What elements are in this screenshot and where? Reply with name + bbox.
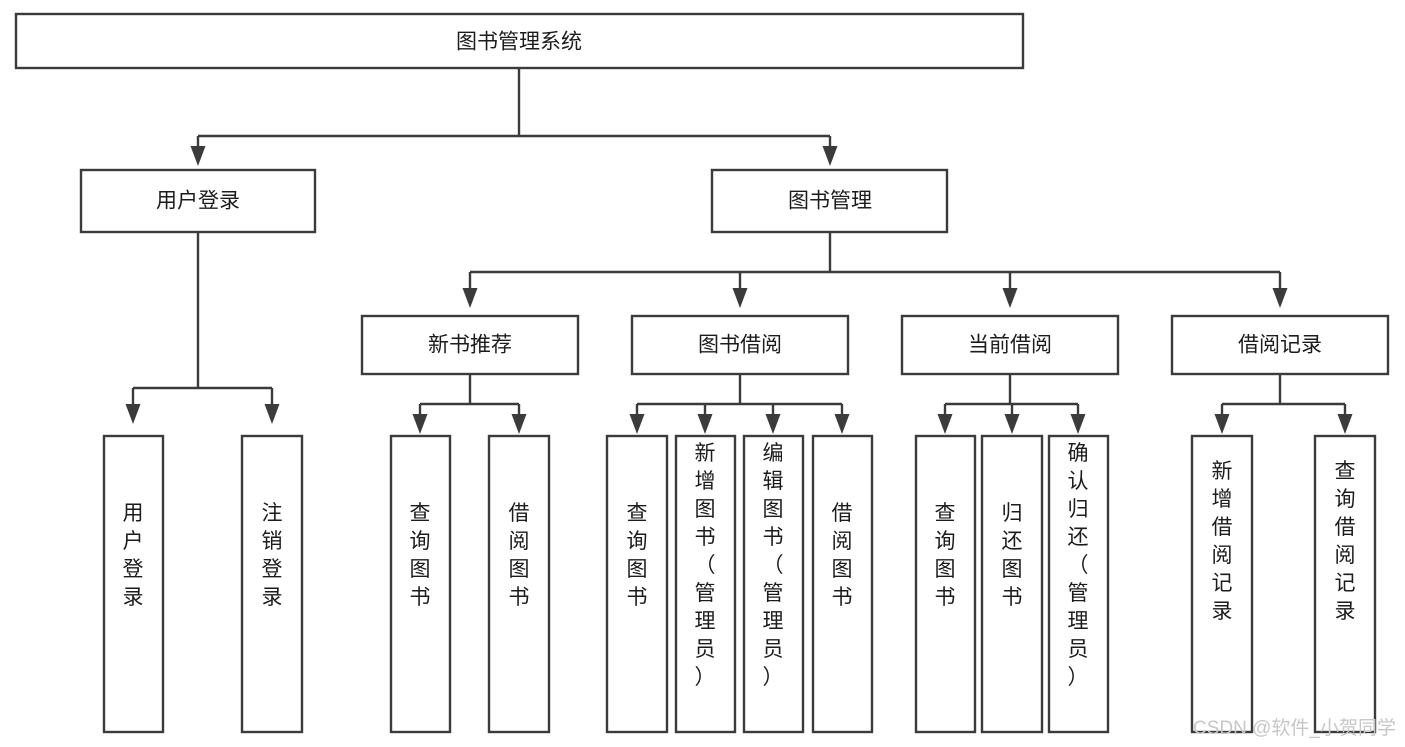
node-book-management-box[interactable] — [710, 168, 949, 234]
node-leaf-query-book-2-box[interactable] — [605, 434, 669, 734]
arrow-head-icon — [822, 146, 838, 166]
arrow-head-icon — [732, 288, 748, 308]
node-leaf-confirm-return[interactable]: 确认归还（管理员） — [1047, 434, 1110, 734]
node-root[interactable]: 图书管理系统 — [14, 12, 1025, 70]
node-leaf-query-book-2-label: 查询图书 — [627, 502, 648, 609]
watermark-label: CSDN @软件_小贺同学 — [1193, 717, 1396, 739]
node-leaf-logout-label: 注销登录 — [262, 502, 283, 609]
node-current-borrow[interactable]: 当前借阅 — [900, 314, 1120, 376]
node-leaf-user-login-label: 用户登录 — [123, 502, 144, 609]
node-leaf-add-book[interactable]: 新增图书（管理员） — [674, 434, 737, 734]
node-leaf-return-book[interactable]: 归还图书 — [980, 434, 1044, 734]
node-book-management[interactable]: 图书管理 — [710, 168, 949, 234]
arrow-head-icon — [937, 414, 953, 434]
node-user-login[interactable]: 用户登录 — [79, 168, 317, 234]
arrow-head-icon — [697, 414, 713, 434]
arrow-head-icon — [834, 414, 850, 434]
node-borrow-record-box[interactable] — [1170, 314, 1390, 376]
node-leaf-query-record[interactable]: 查询借阅记录 — [1313, 434, 1377, 734]
arrow-head-icon — [1002, 288, 1018, 308]
node-leaf-logout-box[interactable] — [240, 434, 304, 734]
node-leaf-query-book-3-label: 查询图书 — [935, 502, 956, 609]
node-book-borrow[interactable]: 图书借阅 — [630, 314, 850, 376]
arrow-head-icon — [1337, 414, 1353, 434]
node-leaf-add-record-label: 新增借阅记录 — [1212, 460, 1233, 623]
node-leaf-user-login-box[interactable] — [102, 434, 165, 734]
arrow-head-icon — [765, 414, 781, 434]
node-book-borrow-label: 图书借阅 — [698, 334, 782, 357]
node-borrow-record[interactable]: 借阅记录 — [1170, 314, 1390, 376]
node-leaf-add-book-box[interactable] — [674, 434, 737, 734]
node-leaf-query-record-label: 查询借阅记录 — [1335, 460, 1356, 623]
node-root-label: 图书管理系统 — [456, 31, 582, 54]
node-leaf-return-book-label: 归还图书 — [1002, 502, 1023, 609]
node-leaf-borrow-book-2-box[interactable] — [811, 434, 874, 734]
arrow-head-icon — [190, 146, 206, 166]
node-new-book-recommend-label: 新书推荐 — [428, 334, 512, 357]
node-leaf-borrow-book-1[interactable]: 借阅图书 — [487, 434, 551, 734]
arrow-head-icon — [412, 414, 428, 434]
node-new-book-recommend[interactable]: 新书推荐 — [360, 314, 580, 376]
connector-layer — [125, 68, 1353, 434]
node-leaf-confirm-return-label: 确认归还（管理员） — [1068, 442, 1089, 689]
node-leaf-query-record-box[interactable] — [1313, 434, 1377, 734]
node-book-management-label: 图书管理 — [788, 190, 872, 213]
node-leaf-borrow-book-2-label: 借阅图书 — [832, 502, 853, 609]
node-leaf-query-book-3-box[interactable] — [914, 434, 977, 734]
node-leaf-borrow-book-1-label: 借阅图书 — [509, 502, 530, 609]
arrow-head-icon — [1004, 414, 1020, 434]
arrow-head-icon — [511, 414, 527, 434]
arrow-head-icon — [264, 404, 280, 424]
node-leaf-edit-book-label: 编辑图书（管理员） — [763, 442, 784, 689]
node-leaf-confirm-return-box[interactable] — [1047, 434, 1110, 734]
node-leaf-user-login[interactable]: 用户登录 — [102, 434, 165, 734]
node-leaf-borrow-book-2[interactable]: 借阅图书 — [811, 434, 874, 734]
arrow-head-icon — [1272, 288, 1288, 308]
node-leaf-query-book-3[interactable]: 查询图书 — [914, 434, 977, 734]
node-new-book-recommend-box[interactable] — [360, 314, 580, 376]
node-leaf-add-book-label: 新增图书（管理员） — [695, 442, 716, 689]
arrow-head-icon — [125, 404, 141, 424]
node-leaf-add-record[interactable]: 新增借阅记录 — [1190, 434, 1254, 734]
node-root-box[interactable] — [14, 12, 1025, 70]
node-user-login-label: 用户登录 — [156, 190, 240, 213]
arrow-head-icon — [1070, 414, 1086, 434]
arrow-head-icon — [629, 414, 645, 434]
arrow-head-icon — [462, 288, 478, 308]
node-leaf-return-book-box[interactable] — [980, 434, 1044, 734]
node-leaf-add-record-box[interactable] — [1190, 434, 1254, 734]
node-leaf-borrow-book-1-box[interactable] — [487, 434, 551, 734]
node-leaf-query-book-1-label: 查询图书 — [410, 502, 431, 609]
node-leaf-edit-book-box[interactable] — [742, 434, 805, 734]
node-current-borrow-label: 当前借阅 — [968, 334, 1052, 357]
node-leaf-query-book-2[interactable]: 查询图书 — [605, 434, 669, 734]
node-leaf-edit-book[interactable]: 编辑图书（管理员） — [742, 434, 805, 734]
node-book-borrow-box[interactable] — [630, 314, 850, 376]
node-current-borrow-box[interactable] — [900, 314, 1120, 376]
node-leaf-query-book-1-box[interactable] — [389, 434, 452, 734]
arrow-head-icon — [1214, 414, 1230, 434]
node-borrow-record-label: 借阅记录 — [1238, 334, 1322, 357]
node-user-login-box[interactable] — [79, 168, 317, 234]
node-leaf-query-book-1[interactable]: 查询图书 — [389, 434, 452, 734]
node-leaf-logout[interactable]: 注销登录 — [240, 434, 304, 734]
